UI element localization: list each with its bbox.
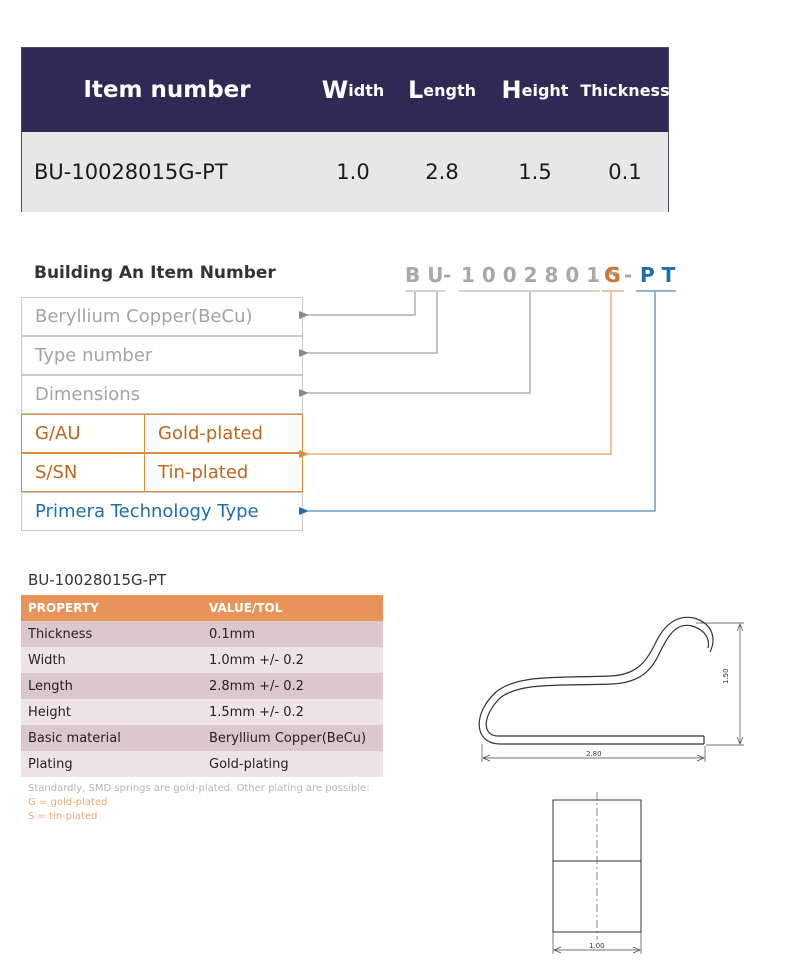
spring-outer-outline	[485, 624, 710, 737]
properties-title: BU-10028015G-PT	[28, 571, 167, 589]
dim-height-label: 1.50	[722, 668, 730, 684]
properties-header: PROPERTY VALUE/TOL	[21, 595, 383, 621]
connector-technology	[299, 292, 656, 515]
table-row: Length 2.8mm +/- 0.2	[21, 673, 383, 699]
dim-width-label: 1.00	[589, 942, 605, 950]
row-gold: G/AU Gold-plated	[21, 414, 303, 453]
connector-material	[299, 292, 416, 319]
cell-divider	[144, 415, 145, 452]
building-title: Building An Item Number	[34, 263, 276, 283]
note-tin: S = tin-plated	[28, 811, 98, 822]
row-tin: S/SN Tin-plated	[21, 453, 303, 492]
header-item-number: Item number	[83, 77, 251, 103]
code-part-pt: P T	[640, 263, 676, 287]
note-standard: Standardly, SMD springs are gold-plated.…	[28, 783, 370, 794]
code-part-bu: B U	[405, 263, 444, 287]
table-row: Basic material Beryllium Copper(BeCu)	[21, 725, 383, 751]
cell-divider	[144, 454, 145, 491]
cell-height: 1.5	[518, 160, 552, 184]
code-dash-1: -	[443, 263, 452, 287]
spring-inner-outline	[478, 616, 714, 745]
connector-dimensions	[299, 292, 531, 397]
code-part-plating: G	[604, 263, 621, 287]
table-row: Width 1.0mm +/- 0.2	[21, 647, 383, 673]
dim-arrow	[696, 754, 705, 762]
dim-arrow	[482, 754, 491, 762]
cell-thickness: 0.1	[608, 160, 642, 184]
table-row: Thickness 0.1mm	[21, 621, 383, 647]
dim-arrow	[736, 736, 744, 745]
note-gold: G = gold-plated	[28, 797, 108, 808]
dim-length-label: 2.80	[586, 750, 602, 758]
table-row: Plating Gold-plating	[21, 751, 383, 777]
dim-arrow	[736, 623, 744, 632]
connector-type	[299, 292, 438, 357]
connector-plating	[299, 292, 612, 458]
cell-length: 2.8	[425, 160, 459, 184]
dim-arrow	[632, 946, 641, 954]
cell-width: 1.0	[336, 160, 370, 184]
code-part-digits: 1 0 0 2 8 0 1 5	[461, 263, 622, 287]
table-row: Height 1.5mm +/- 0.2	[21, 699, 383, 725]
spec-table-row: BU-10028015G-PT 1.0 2.8 1.5 0.1	[22, 132, 668, 212]
cell-item-number: BU-10028015G-PT	[34, 160, 228, 184]
header-thickness: Thickness	[580, 80, 670, 100]
code-dash-2: -	[624, 263, 633, 287]
dim-arrow	[553, 946, 562, 954]
